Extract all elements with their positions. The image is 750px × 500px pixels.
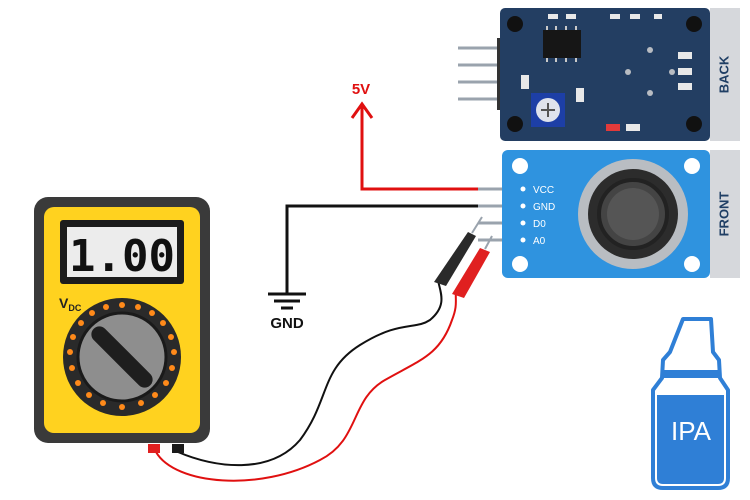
bottle-label: IPA	[671, 416, 712, 446]
potentiometer-icon	[531, 93, 565, 127]
mode-sub: DC	[68, 303, 81, 313]
gas-sensor-element-icon	[578, 159, 688, 269]
back-side-tab	[710, 8, 740, 141]
red-jack	[148, 444, 160, 453]
red-probe-icon	[452, 235, 493, 298]
supply-wire: 5V	[350, 81, 478, 191]
meter-reading: 1.00	[69, 231, 175, 282]
display-screen	[67, 227, 177, 277]
ground-wire: GND	[268, 204, 478, 332]
back-label: BACK	[716, 55, 731, 93]
mode-main: V	[59, 295, 69, 311]
rotary-dial	[63, 298, 181, 416]
ground-label: GND	[270, 315, 304, 332]
multimeter-icon: 1.00 VDC	[34, 197, 210, 453]
smd-components	[521, 14, 692, 102]
ic-chip	[543, 26, 581, 62]
up-arrow-icon	[350, 101, 374, 119]
status-led	[606, 124, 620, 131]
black-probe-icon	[434, 216, 483, 286]
mode-label: VDC	[59, 295, 82, 313]
black-probe-lead	[177, 279, 443, 467]
front-label: FRONT	[716, 192, 731, 237]
front-side-tab	[710, 150, 740, 278]
red-probe-lead	[155, 289, 457, 482]
front-pin-labels: VCC GND D0 A0	[533, 185, 555, 247]
black-jack	[172, 444, 184, 453]
gas-sensor-front: VCC GND D0 A0 FRONT	[478, 150, 740, 278]
ipa-bottle-icon: IPA	[651, 317, 730, 490]
pin-d0-label: D0	[533, 219, 546, 230]
supply-label: 5V	[352, 81, 370, 98]
front-header-pins	[478, 187, 506, 242]
pin-gnd-label: GND	[533, 202, 555, 213]
ground-symbol-icon	[268, 292, 306, 310]
pin-vcc-label: VCC	[533, 185, 554, 196]
pin-a0-label: A0	[533, 236, 546, 247]
gas-sensor-back: BACK	[458, 8, 740, 141]
